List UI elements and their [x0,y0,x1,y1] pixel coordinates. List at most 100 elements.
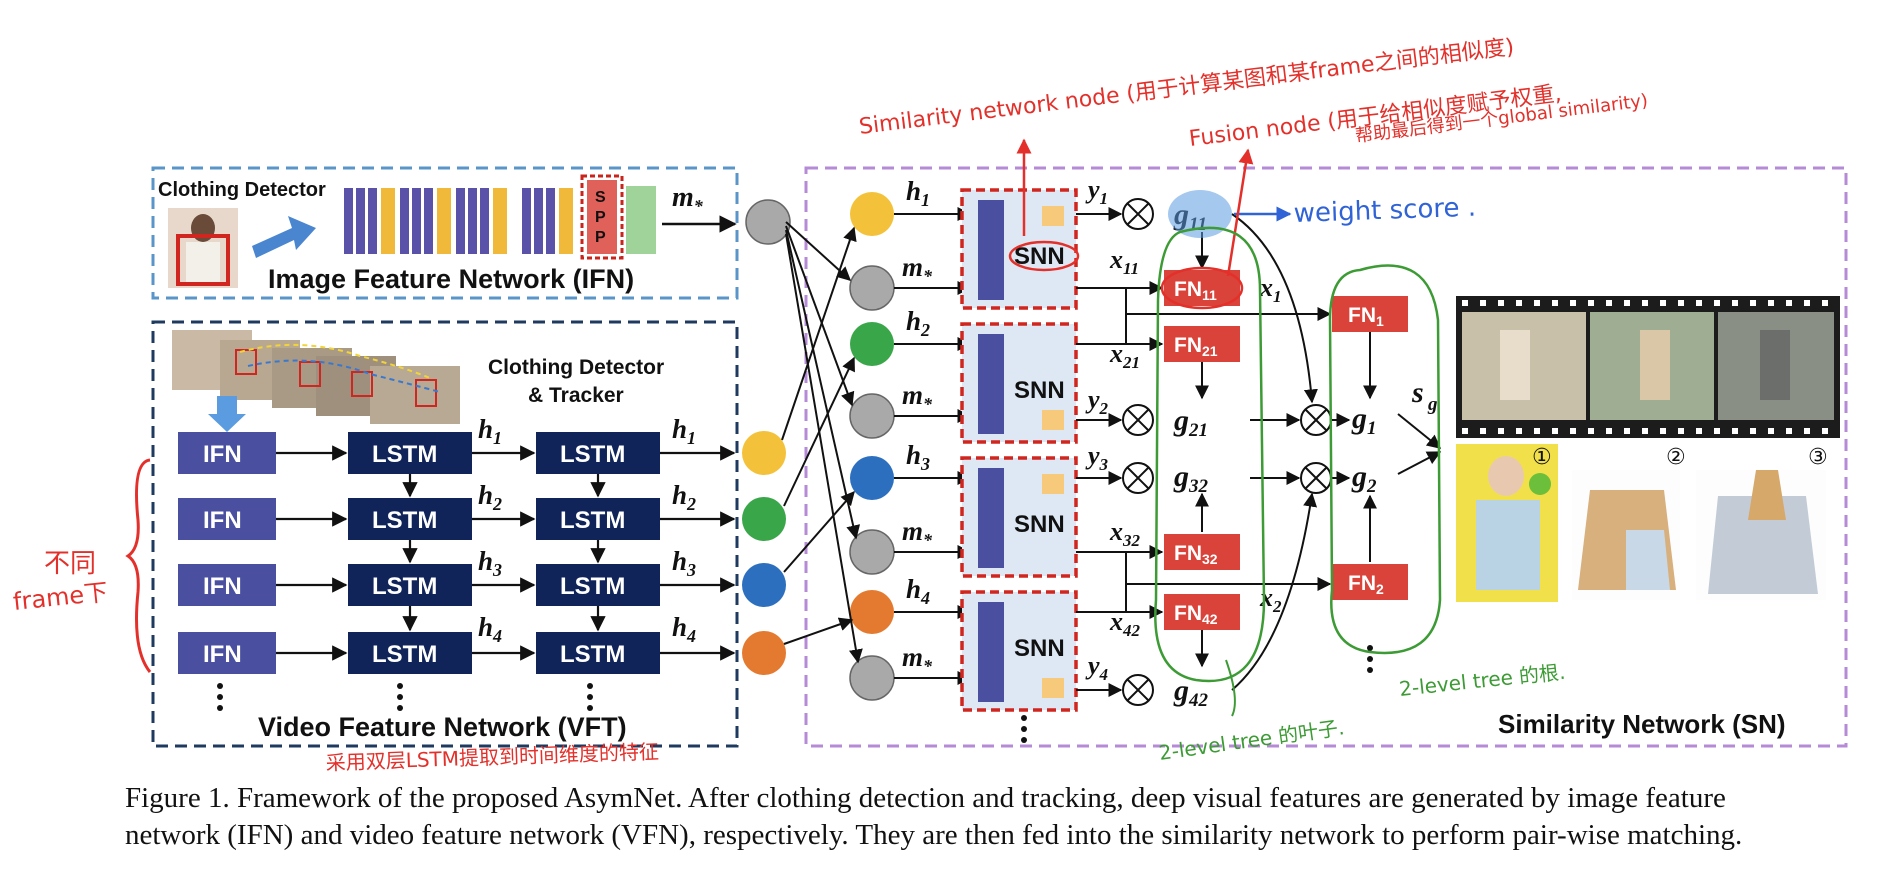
spp-layer: S P P [580,174,624,260]
tree-root-loop [1328,264,1442,655]
svg-text:h1: h1 [672,414,696,448]
vft-row-2: IFN LSTM LSTM [178,498,660,540]
svg-text:IFN: IFN [203,573,242,600]
y-labels: y1 y2 y3 y4 [1085,175,1109,684]
vft-arrows [276,445,736,661]
svg-text:m*: m* [902,642,933,676]
frames-note-2: frame下 [12,578,110,616]
vft-ellipsis [217,683,593,711]
x-arrows [1076,281,1332,619]
frames-note-1: 不同 [44,549,96,579]
svg-text:LSTM: LSTM [372,573,437,600]
video-strip [1456,296,1840,438]
svg-text:y4: y4 [1085,651,1108,684]
svg-text:g32: g32 [1173,460,1209,497]
svg-text:h2: h2 [906,306,930,340]
svg-text:IFN: IFN [203,507,242,534]
tree-root-note: 2-level tree 的根. [1398,660,1566,701]
sn-input-labels: h1 m* h2 m* h3 m* h4 m* [902,176,933,676]
fn11-circle-mark [1160,266,1244,310]
svg-text:FN32: FN32 [1174,542,1218,567]
sn-input-nodes [849,192,895,701]
snn-block-3: SNN [960,456,1078,578]
svg-text:x32: x32 [1109,517,1141,550]
svg-text:S: S [595,189,606,206]
snn-circle-mark [1008,240,1080,272]
vft-box [151,320,739,748]
x-labels: x11 x21 x32 x42 [1109,245,1141,640]
video-frames [172,330,460,424]
svg-text:LSTM: LSTM [372,641,437,668]
svg-text:IFN: IFN [203,641,242,668]
vft-output-nodes [742,431,786,675]
snn-block-2: SNN [960,322,1078,444]
svg-text:m*: m* [902,252,933,286]
fusion-note-arrow [1226,148,1254,277]
svg-text:h4: h4 [906,574,930,608]
svg-text:SNN: SNN [1014,377,1065,404]
svg-text:IFN: IFN [203,441,242,468]
svg-text:m*: m* [902,516,933,550]
sn-input-arrows [894,207,972,685]
svg-text:h4: h4 [672,612,696,646]
svg-text:②: ② [1666,445,1686,470]
svg-text:m*: m* [902,380,933,414]
svg-text:P: P [595,209,606,226]
svg-text:h3: h3 [672,546,696,580]
svg-text:h1: h1 [478,414,502,448]
svg-text:y3: y3 [1085,441,1109,474]
ifn-cnn-layers [344,188,573,254]
svg-text:LSTM: LSTM [560,507,625,534]
svg-text:s: s [1411,376,1424,409]
svg-text:LSTM: LSTM [560,573,625,600]
svg-text:FN21: FN21 [1174,334,1218,359]
caption-line-2: network (IFN) and video feature network … [125,819,1743,851]
svg-text:x11: x11 [1109,245,1139,278]
fc-layer [626,186,656,254]
ifn-big-arrow [252,216,316,258]
fusion-ellipsis [1367,645,1373,673]
svg-text:h3: h3 [478,546,502,580]
sn-crossing-arrows [781,221,863,664]
fusion-arrows [1195,213,1442,691]
svg-text:y1: y1 [1085,175,1108,208]
weight-highlight [1168,190,1232,238]
ifn-box [151,166,739,300]
tracker-label-2: & Tracker [528,384,624,407]
svg-text:LSTM: LSTM [560,641,625,668]
svg-text:FN2: FN2 [1348,572,1384,597]
svg-text:h3: h3 [906,440,930,474]
ifn-title: Image Feature Network (IFN) [268,264,634,294]
svg-text:SNN: SNN [1014,243,1065,270]
svg-text:LSTM: LSTM [372,441,437,468]
ifn-output-label: m* [672,182,704,216]
svg-text:LSTM: LSTM [372,507,437,534]
ifn-photo [168,208,238,288]
figure-caption: Figure 1. Framework of the proposed Asym… [125,780,1865,854]
frames-down-arrow [208,396,246,432]
multiply-nodes [1122,198,1332,706]
sn-box [804,166,1848,748]
vft-row-4: IFN LSTM LSTM [178,632,660,674]
vft-h-labels: h1 h1 h2 h2 h3 h3 h4 h4 [478,414,696,646]
y-arrows [1076,207,1123,697]
svg-text:h1: h1 [906,176,930,210]
tree-leaf-loop [1154,226,1266,683]
svg-text:g1: g1 [1351,402,1377,439]
svg-text:①: ① [1532,445,1552,470]
svg-text:SNN: SNN [1014,511,1065,538]
svg-text:g21: g21 [1173,404,1208,441]
svg-text:SNN: SNN [1014,635,1065,662]
vft-row-3: IFN LSTM LSTM [178,564,660,606]
svg-text:LSTM: LSTM [560,441,625,468]
caption-line-1: Figure 1. Framework of the proposed Asym… [125,782,1726,814]
svg-text:h2: h2 [672,480,696,514]
tracker-label-1: Clothing Detector [488,356,664,379]
svg-text:x1: x1 [1259,273,1282,306]
weight-score-note: weight score . [1293,193,1476,229]
tree-leaf-note: 2-level tree 的叶子. [1157,715,1345,765]
svg-text:g42: g42 [1173,674,1209,711]
product-images: ① ② ③ [1456,444,1828,602]
svg-text:h4: h4 [478,612,502,646]
svg-text:y2: y2 [1085,385,1109,418]
